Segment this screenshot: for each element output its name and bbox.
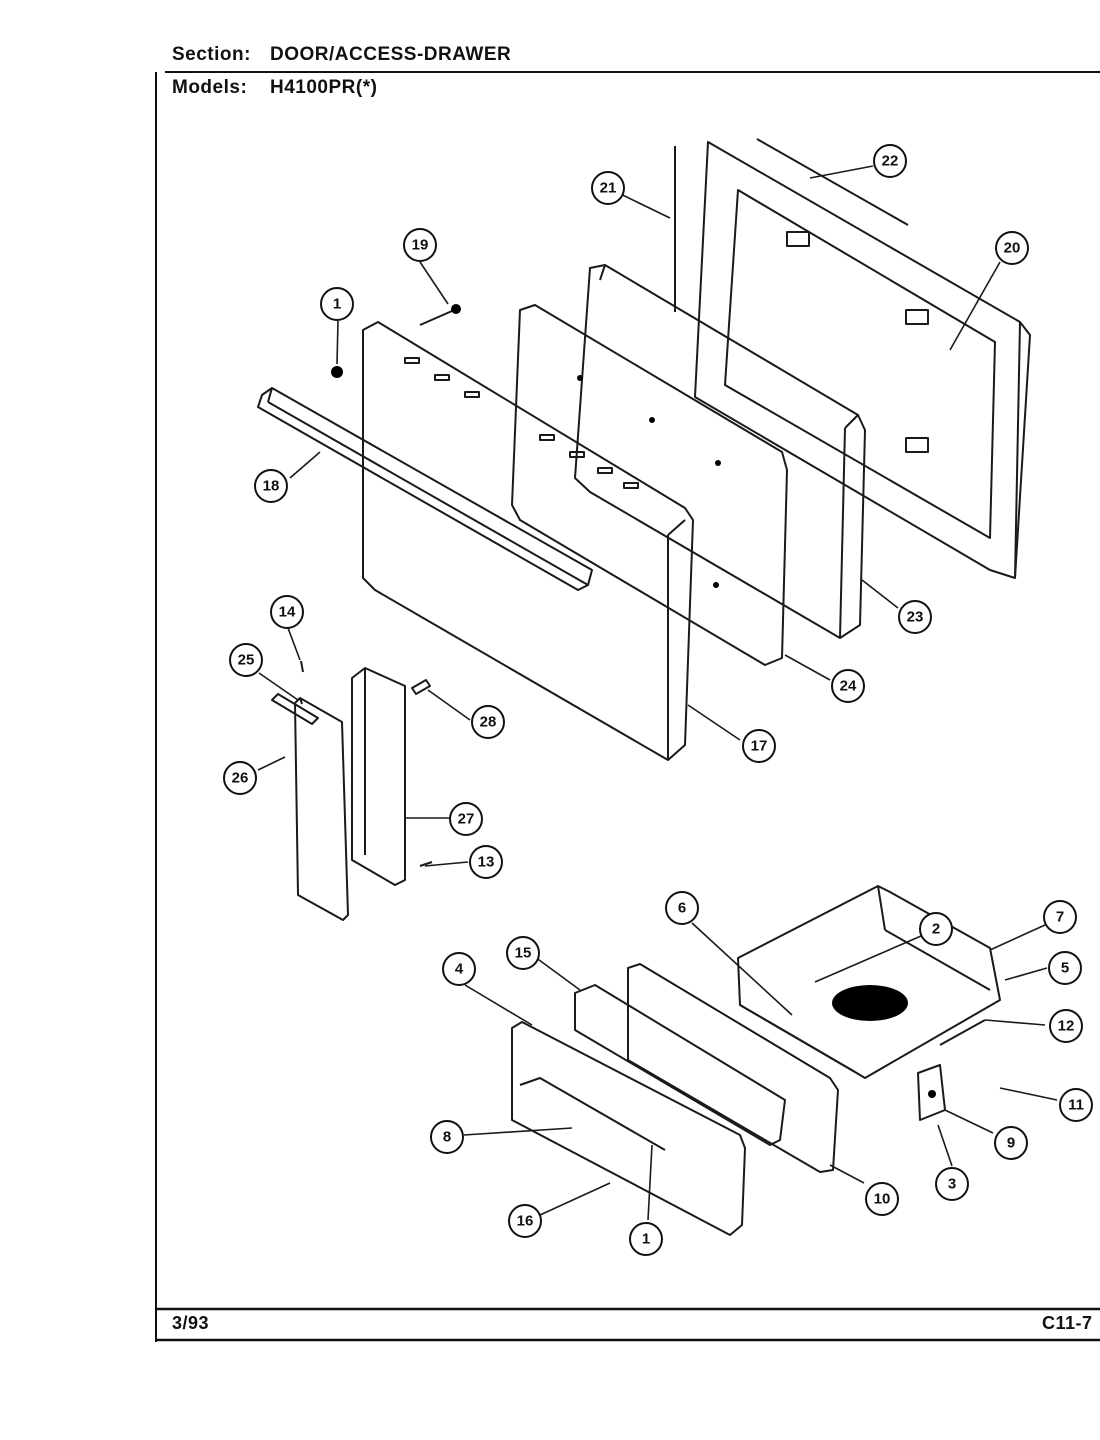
svg-text:22: 22	[882, 153, 899, 170]
svg-text:21: 21	[600, 180, 617, 197]
part-insulation-panel	[574, 264, 866, 639]
callout-1-bottom: 1	[629, 1222, 663, 1256]
part-screw-28	[411, 679, 431, 695]
callout-28: 28	[471, 705, 505, 739]
callout-5: 5	[1048, 951, 1082, 985]
callout-17: 17	[742, 729, 776, 763]
models-label: Models:	[172, 77, 248, 98]
svg-text:1: 1	[333, 296, 341, 313]
svg-text:20: 20	[1004, 240, 1021, 257]
callout-9: 9	[994, 1126, 1028, 1160]
callout-24: 24	[831, 669, 865, 703]
callout-12: 12	[1049, 1009, 1083, 1043]
svg-text:19: 19	[412, 237, 429, 254]
svg-text:25: 25	[238, 652, 255, 669]
svg-text:12: 12	[1058, 1018, 1075, 1035]
models-value: H4100PR(*)	[270, 77, 378, 98]
callout-11: 11	[1059, 1088, 1093, 1122]
footer-date: 3/93	[172, 1313, 210, 1333]
part-spacer-top	[331, 366, 343, 378]
svg-text:3: 3	[948, 1176, 956, 1193]
callout-13: 13	[469, 845, 503, 879]
callout-6: 6	[665, 891, 699, 925]
callout-18: 18	[254, 469, 288, 503]
callout-1-top: 1	[320, 287, 354, 321]
part-drawer-insulation	[574, 984, 786, 1146]
svg-text:28: 28	[480, 714, 497, 731]
svg-text:6: 6	[678, 900, 686, 917]
part-drawer-body	[737, 885, 1001, 1079]
part-door-screw	[419, 304, 461, 326]
svg-text:8: 8	[443, 1129, 451, 1146]
svg-text:23: 23	[907, 609, 924, 626]
part-hinge-bracket	[271, 693, 319, 725]
footer-page-code: C11-7	[1042, 1313, 1093, 1333]
svg-text:16: 16	[517, 1213, 534, 1230]
svg-text:27: 27	[458, 811, 475, 828]
part-side-channel	[351, 667, 406, 886]
callout-4: 4	[442, 952, 476, 986]
part-drawer-front-inner	[627, 963, 839, 1173]
part-drawer-bracket	[917, 1064, 946, 1121]
part-top-trim-strip	[756, 138, 909, 226]
svg-text:1: 1	[642, 1231, 650, 1248]
section-row: Section: DOOR/ACCESS-DRAWER	[172, 44, 511, 66]
callout-22: 22	[873, 144, 907, 178]
callout-25: 25	[229, 643, 263, 677]
callout-21: 21	[591, 171, 625, 205]
callout-27: 27	[449, 802, 483, 836]
callout-8: 8	[430, 1120, 464, 1154]
callout-10: 10	[865, 1182, 899, 1216]
svg-text:17: 17	[751, 738, 768, 755]
part-screw-13	[419, 861, 433, 867]
svg-text:13: 13	[478, 854, 495, 871]
svg-text:10: 10	[874, 1191, 891, 1208]
svg-text:5: 5	[1061, 960, 1069, 977]
callout-23: 23	[898, 600, 932, 634]
section-label: Section:	[172, 44, 251, 65]
part-side-trim	[294, 697, 349, 921]
callout-14: 14	[270, 595, 304, 629]
svg-text:2: 2	[932, 921, 940, 938]
callout-19: 19	[403, 228, 437, 262]
section-title: DOOR/ACCESS-DRAWER	[270, 44, 512, 65]
svg-text:11: 11	[1068, 1097, 1084, 1114]
diagram-frame	[155, 71, 1100, 1342]
svg-text:26: 26	[232, 770, 249, 787]
models-row: Models: H4100PR(*)	[172, 77, 377, 99]
svg-text:18: 18	[263, 478, 280, 495]
part-door-glass	[511, 304, 788, 666]
part-inner-door-panel	[694, 141, 1031, 579]
part-slide-rail	[939, 1019, 986, 1046]
svg-text:9: 9	[1007, 1135, 1015, 1152]
part-clip	[300, 660, 304, 673]
callout-7: 7	[1043, 900, 1077, 934]
callout-26: 26	[223, 761, 257, 795]
svg-text:4: 4	[455, 961, 464, 978]
callout-20: 20	[995, 231, 1029, 265]
part-outer-door-panel	[362, 321, 694, 761]
svg-text:15: 15	[515, 945, 532, 962]
leader-lines	[257, 165, 1058, 1221]
callout-3: 3	[935, 1167, 969, 1201]
callout-16: 16	[508, 1204, 542, 1238]
part-door-handle	[257, 387, 593, 591]
svg-text:7: 7	[1056, 909, 1064, 926]
callout-15: 15	[506, 936, 540, 970]
svg-text:14: 14	[279, 604, 296, 621]
svg-text:24: 24	[840, 678, 857, 695]
callout-2: 2	[919, 912, 953, 946]
part-drawer-outer-panel	[511, 1021, 746, 1236]
